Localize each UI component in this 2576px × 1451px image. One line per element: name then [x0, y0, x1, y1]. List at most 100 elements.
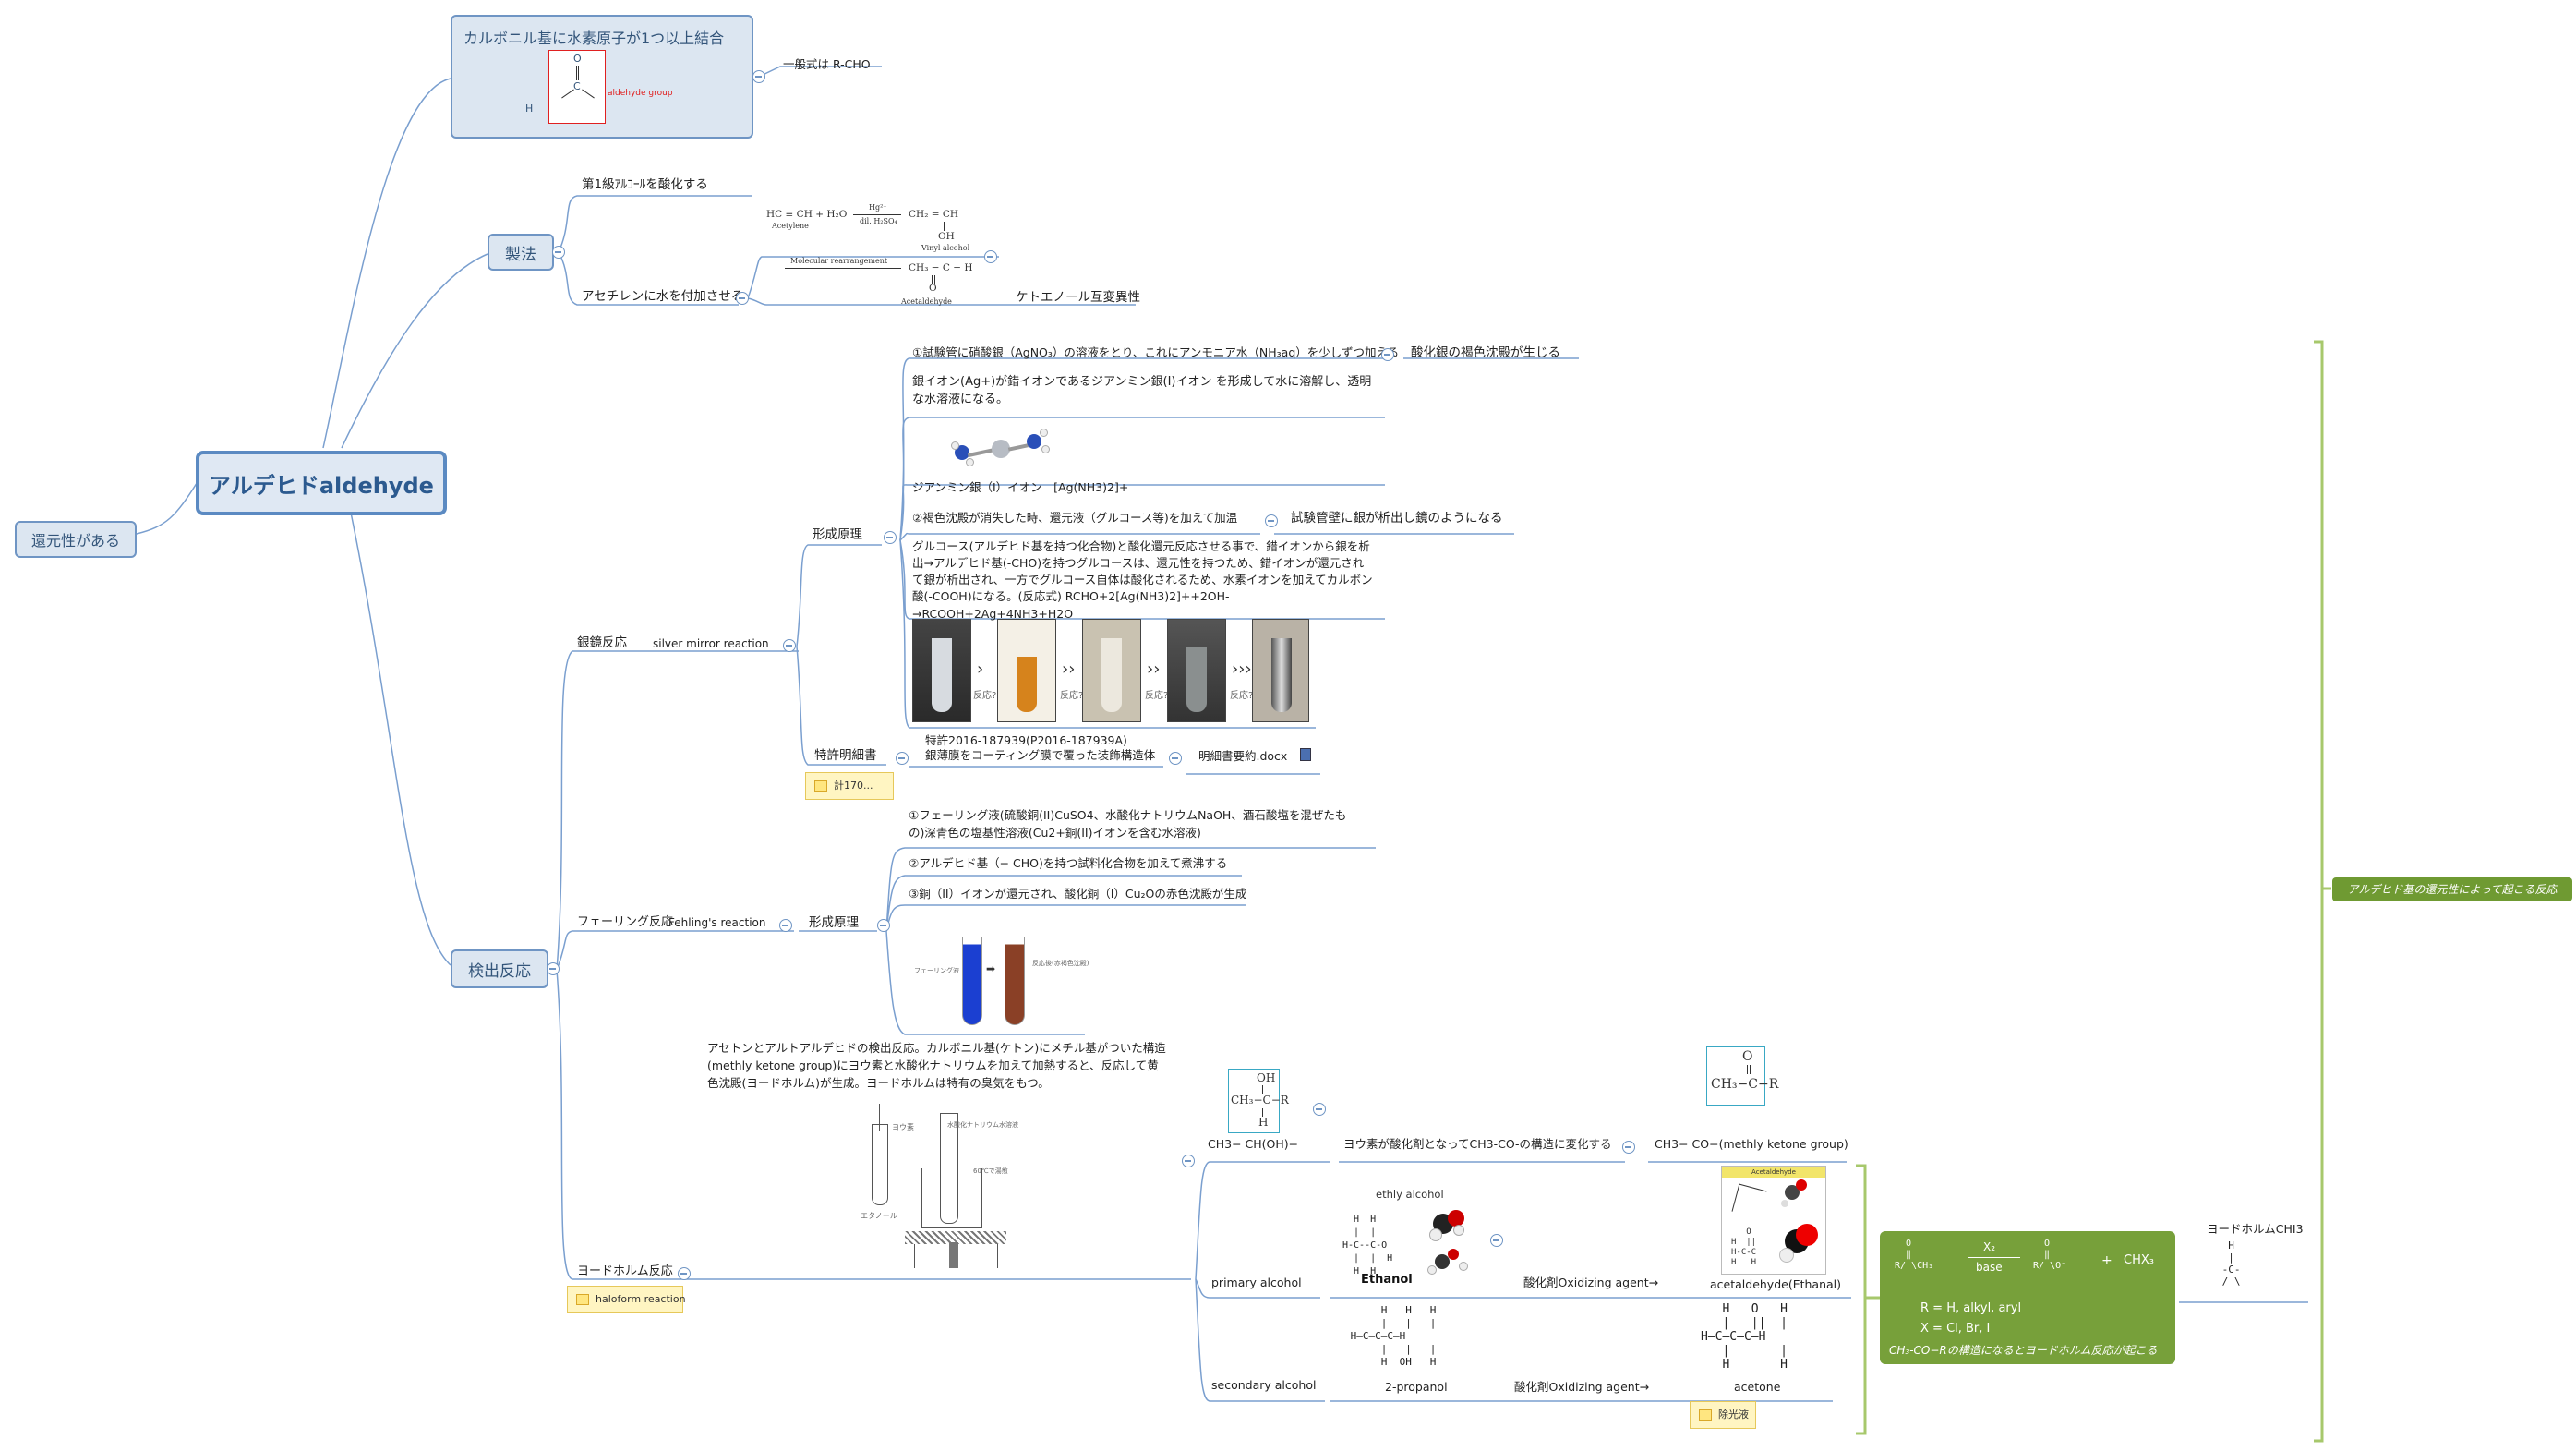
- water-bath-label: 60℃で湯煎: [973, 1167, 1008, 1176]
- silver-mirror-english: silver mirror reaction: [653, 637, 769, 650]
- patent-file-link[interactable]: 明細書要約.docx: [1198, 749, 1287, 763]
- x-definition: X = Cl, Br, I: [1920, 1322, 1990, 1336]
- primary-alcohol-method: 第1級ｱﾙｺｰﾙを酸化する: [582, 177, 708, 192]
- catalyst-bottom: dil. H₂SO₄: [860, 217, 897, 225]
- blue-tube: [962, 937, 982, 1025]
- iodoform-chi3-label: ヨードホルムCHI3: [2207, 1222, 2304, 1236]
- r-definition: R = H, alkyl, aryl: [1920, 1301, 2021, 1315]
- ch-oh-structure: OH CH₃−C−R H: [1228, 1069, 1280, 1133]
- haloform-product: CHX₃: [2124, 1253, 2154, 1267]
- collapse-toggle[interactable]: [752, 70, 765, 83]
- fehling-step2: ②アルデヒド基（− CHO)を持つ試料化合物を加えて煮沸する: [909, 856, 1227, 870]
- photo-4: [1167, 619, 1226, 722]
- fehling-label: フェーリング反応: [577, 915, 673, 930]
- photo-2: [997, 619, 1056, 722]
- iodoform-note-text: haloform reaction: [596, 1293, 686, 1305]
- iodoform-summary-box[interactable]: O ‖ R/ \CH₃ X₂ base O ‖ R/ \O⁻ + CHX₃ R …: [1880, 1231, 2175, 1364]
- silver-step2: ②褐色沈殿が消失した時、還元液（グルコース等)を加えて加温: [912, 511, 1237, 525]
- collapse-toggle[interactable]: [678, 1267, 691, 1280]
- collapse-toggle[interactable]: [1182, 1155, 1195, 1167]
- acetaldehyde-header: Acetaldehyde: [1722, 1167, 1825, 1178]
- fehling-step1: ①フェーリング液(硫酸銅(II)CuSO4、水酸化ナトリウムNaOH、酒石酸塩を…: [909, 807, 1361, 842]
- methyl-ketone-skeleton: O ‖ R/ \CH₃: [1895, 1239, 1950, 1292]
- collapse-toggle[interactable]: [783, 639, 796, 652]
- collapse-toggle[interactable]: [1313, 1103, 1326, 1116]
- oxidation-text: ヨウ素が酸化剤となってCH3-CO-の構造に変化する: [1343, 1137, 1612, 1151]
- naoh-label: 水酸化ナトリウム水溶液: [947, 1120, 1018, 1130]
- collapse-toggle[interactable]: [884, 531, 897, 544]
- collapse-toggle[interactable]: [877, 919, 890, 932]
- production-node[interactable]: 製法: [488, 234, 554, 271]
- iodoform-description: アセトンとアルトアルデヒドの検出反応。カルボニル基(ケトン)にメチル基がついた構…: [707, 1040, 1169, 1092]
- carboxylate-skeleton: O ‖ R/ \O⁻: [2033, 1239, 2088, 1292]
- definition-node[interactable]: カルボニル基に水素原子が1つ以上結合 O C H aldehyde group: [451, 15, 753, 139]
- collapse-toggle[interactable]: [896, 752, 909, 765]
- reducing-node[interactable]: 還元性がある: [15, 521, 137, 558]
- patent-title: 銀薄膜をコーティング膜で覆った装飾構造体: [925, 748, 1155, 762]
- acetone-structure: H O H | || | H—C—C—C—H | | H H: [1701, 1302, 1830, 1380]
- propanol-label: 2-propanol: [1385, 1380, 1448, 1394]
- detection-node[interactable]: 検出反応: [451, 949, 548, 988]
- collapse-toggle[interactable]: [1265, 514, 1278, 527]
- oxidizer-secondary: 酸化剤Oxidizing agent→: [1514, 1380, 1649, 1394]
- silver-mirror-label: 銀鏡反応: [577, 635, 627, 650]
- iodoform-note[interactable]: haloform reaction: [567, 1286, 683, 1313]
- product-name: Acetaldehyde: [901, 297, 952, 306]
- fehling-mechanism-label: 形成原理: [809, 915, 859, 930]
- reducing-label: 還元性がある: [31, 528, 120, 550]
- acetone-label: acetone: [1734, 1380, 1780, 1394]
- collapse-toggle[interactable]: [779, 919, 792, 932]
- boundary-label[interactable]: アルデヒド基の還元性によって起こる反応: [2332, 877, 2572, 901]
- acetone-note[interactable]: 除光液: [1690, 1401, 1756, 1429]
- methyl-ketone-structure: O CH₃−C−R: [1706, 1046, 1765, 1106]
- silver-mechanism-label: 形成原理: [813, 527, 862, 542]
- catalyst-top: Hg²⁺: [869, 203, 887, 212]
- struct2-o: O: [1742, 1049, 1752, 1064]
- collapse-toggle[interactable]: [984, 250, 997, 263]
- secondary-alcohol-label: secondary alcohol: [1211, 1378, 1316, 1392]
- aldehyde-structure: O C H: [548, 50, 606, 124]
- detection-label: 検出反応: [468, 958, 531, 981]
- primary-alcohol-label: primary alcohol: [1211, 1276, 1302, 1289]
- iodoform-structure: H | -C- / \: [2216, 1239, 2271, 1291]
- photo-1: [912, 619, 971, 722]
- ethanol-name: Ethanol: [1361, 1273, 1413, 1287]
- fehling-step3: ③銅（II）イオンが還元され、酸化銅（I）Cu₂Oの赤色沈殿が生成: [909, 887, 1246, 901]
- collapse-toggle[interactable]: [1622, 1141, 1635, 1154]
- struct1-main: CH₃−C−R: [1231, 1094, 1289, 1106]
- ethanol-skeleton: H H | | H-C--C-O | | H H H: [1342, 1214, 1407, 1265]
- collapse-toggle[interactable]: [547, 962, 560, 975]
- boundary-label-text: アルデヒド基の還元性によって起こる反応: [2348, 883, 2558, 896]
- collapse-toggle[interactable]: [1381, 348, 1394, 361]
- collapse-toggle[interactable]: [1169, 752, 1182, 765]
- collapse-toggle[interactable]: [552, 246, 565, 259]
- acetylene-hydration-equation: HC ≡ CH + H₂O Acetylene Hg²⁺ dil. H₂SO₄ …: [764, 201, 986, 310]
- patent-label: 特許明細書: [814, 748, 877, 763]
- aldehyde-group-label: aldehyde group: [608, 89, 673, 98]
- atom-o: O: [573, 53, 582, 65]
- struct1-h: H: [1258, 1116, 1268, 1129]
- acetone-note-text: 除光液: [1718, 1409, 1749, 1421]
- red-tube: [1005, 937, 1025, 1025]
- reagent-bottom: base: [1976, 1261, 2003, 1274]
- patent-note[interactable]: 計170...: [805, 772, 894, 800]
- reactant-name: Acetylene: [772, 222, 809, 230]
- propanol-structure: H H H | | | H—C—C—C—H | | | H OH H: [1344, 1304, 1492, 1387]
- ethanol-caption: ethly alcohol: [1376, 1188, 1444, 1201]
- silver-explanation: グルコース(アルデヒド基を持つ化合物)と酸化還元反応させる事で、錯イオンから銀を…: [912, 538, 1374, 623]
- document-icon[interactable]: [1300, 748, 1311, 761]
- photo-label: 反応?: [973, 687, 996, 701]
- struct2-main: CH₃−C−R: [1711, 1077, 1778, 1092]
- acetylene-method: アセチレンに水を付加させる: [582, 289, 743, 304]
- collapse-toggle[interactable]: [1490, 1234, 1503, 1247]
- silver-step1-result: 酸化銀の褐色沈殿が生じる: [1411, 345, 1560, 360]
- vinyl-text: CH₂ = CH: [909, 209, 958, 220]
- complex-ion-name: ジアンミン銀（I）イオン [Ag(NH3)2]+: [912, 480, 1128, 494]
- photo-3: [1082, 619, 1141, 722]
- collapse-toggle[interactable]: [736, 292, 749, 305]
- ethanol-label: エタノール: [861, 1211, 897, 1221]
- photo-label: 反応?: [1230, 687, 1253, 701]
- root-node[interactable]: アルデヒドaldehyde: [196, 451, 447, 515]
- keto-enol-tautomerism: ケトエノール互変異性: [1016, 290, 1140, 305]
